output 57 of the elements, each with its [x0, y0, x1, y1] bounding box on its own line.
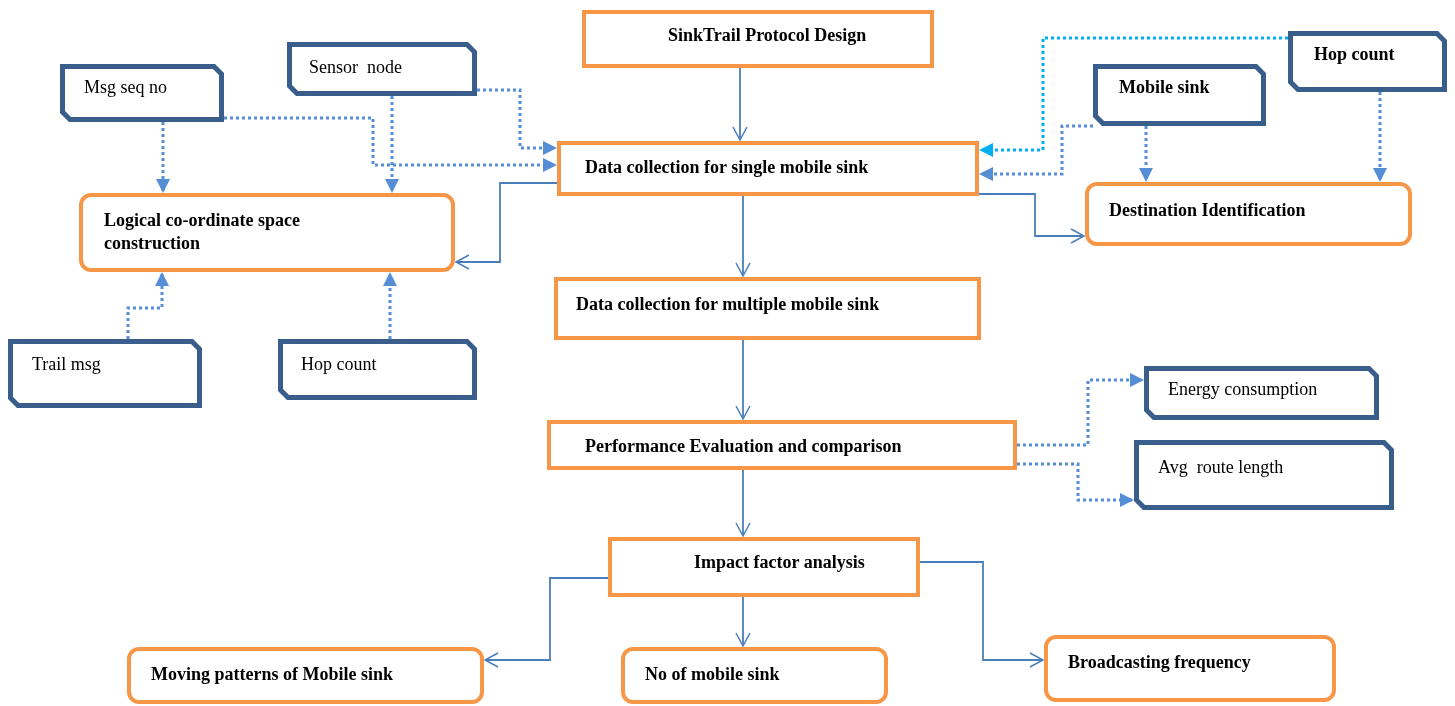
process-box	[608, 537, 920, 597]
node-label: Data collection for single mobile sink	[585, 156, 870, 179]
node-label: Sensor node	[309, 56, 403, 79]
node-label: Hop count	[301, 353, 378, 376]
node-label: Energy consumption	[1168, 378, 1319, 401]
parameter-box	[8, 339, 202, 408]
process-box	[1085, 182, 1412, 246]
arrow	[1373, 92, 1387, 182]
parameter-box	[1288, 31, 1447, 92]
node-label: Moving patterns of Mobile sink	[151, 663, 394, 686]
arrow	[484, 577, 609, 668]
process-box	[79, 193, 455, 272]
arrow	[385, 96, 399, 193]
node-label: Impact factor analysis	[694, 551, 866, 574]
parameter-box	[1144, 366, 1379, 420]
arrow	[224, 116, 557, 172]
arrow	[735, 596, 751, 647]
process-box	[547, 420, 1017, 470]
arrow	[919, 561, 1044, 668]
node-label: Destination Identification	[1109, 199, 1307, 222]
node-label: Performance Evaluation and comparison	[585, 435, 903, 458]
node-label: Mobile sink	[1119, 76, 1211, 99]
arrow	[979, 124, 1093, 181]
process-box	[127, 647, 484, 704]
node-label: Msg seq no	[84, 76, 168, 99]
node-label: Hop count	[1314, 43, 1396, 66]
arrow	[1139, 126, 1153, 182]
node-label: Trail msg	[32, 353, 102, 376]
arrow	[979, 36, 1288, 157]
node-label: SinkTrail Protocol Design	[668, 24, 868, 47]
node-label: Data collection for multiple mobile sink	[576, 293, 881, 316]
arrow	[732, 67, 748, 141]
arrow	[1017, 462, 1134, 507]
process-box	[582, 10, 934, 68]
process-box	[621, 647, 888, 704]
parameter-box	[1093, 64, 1266, 126]
arrow	[735, 195, 751, 277]
arrow	[156, 122, 170, 193]
node-label: Broadcasting frequency	[1068, 651, 1252, 674]
arrow	[1017, 373, 1144, 447]
parameter-box	[287, 42, 477, 96]
node-label: No of mobile sink	[645, 663, 781, 686]
parameter-box	[1134, 440, 1394, 510]
arrow	[978, 193, 1085, 244]
arrow	[455, 182, 558, 270]
arrow	[735, 469, 751, 537]
arrow	[735, 339, 751, 420]
parameter-box	[60, 64, 224, 122]
process-box	[1044, 635, 1336, 702]
arrow	[477, 88, 557, 155]
process-box	[557, 141, 979, 196]
process-box	[554, 277, 981, 340]
node-label: Avg route length	[1158, 456, 1285, 479]
arrow	[126, 272, 169, 339]
node-label: Logical co-ordinate space construction	[104, 209, 301, 256]
parameter-box	[278, 339, 477, 400]
arrow	[383, 272, 397, 339]
